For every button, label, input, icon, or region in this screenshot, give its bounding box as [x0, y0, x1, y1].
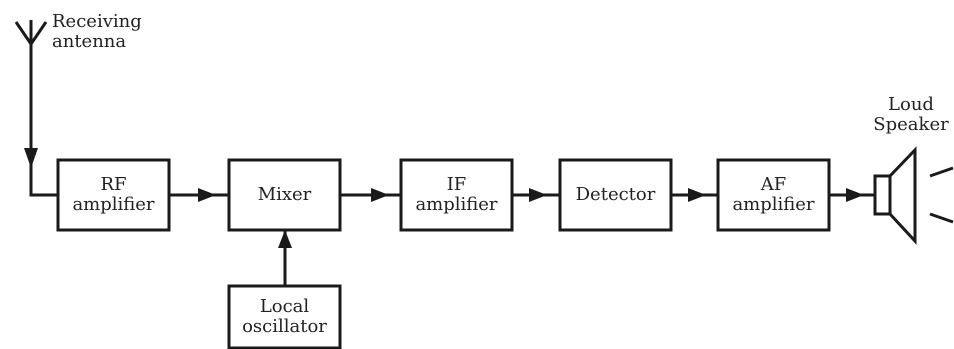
loud-speaker-icon [873, 146, 954, 245]
mixer-label: Mixer [257, 184, 312, 205]
antenna-label: Receiving antenna [52, 11, 142, 52]
arrowhead-icon [529, 188, 547, 202]
detector-label: Detector [575, 184, 656, 205]
local-oscillator-label: Local oscillator [242, 296, 327, 337]
arrowhead-icon [278, 230, 292, 248]
antenna-feed-line [29, 44, 58, 197]
arrowhead-icon [371, 188, 389, 202]
rf-amplifier-label: RF amplifier [72, 174, 155, 215]
receiving-antenna-icon [14, 20, 48, 45]
arrowhead-icon [688, 188, 706, 202]
arrowhead-icon [846, 188, 864, 202]
af-amplifier-label: AF amplifier [732, 174, 815, 215]
arrowhead-icon [198, 188, 216, 202]
speaker-label: Loud Speaker [873, 94, 949, 135]
arrowhead-icon [24, 148, 38, 168]
if-amplifier-label: IF amplifier [415, 174, 498, 215]
